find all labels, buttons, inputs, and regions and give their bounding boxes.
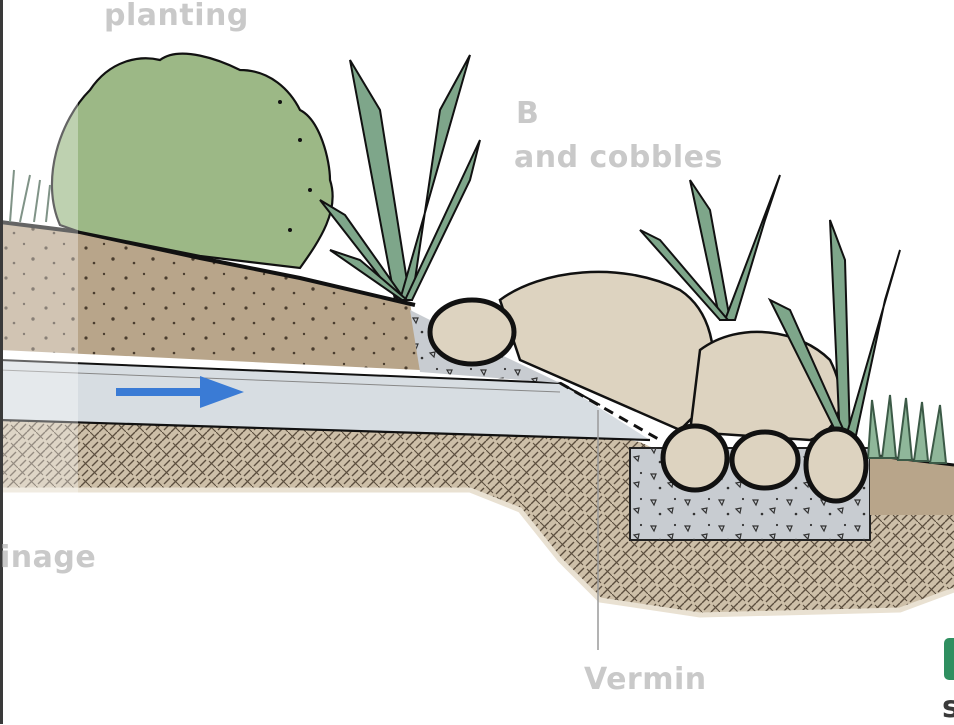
fade-overlay [0,0,78,724]
label-boulders-line1: B [516,96,539,131]
green-edge-mark [944,638,954,680]
label-right-edge: s [942,690,954,725]
label-vermin: Vermin [584,662,707,697]
shrub [52,54,333,268]
image-edge-strip [0,0,3,724]
iris-plant-left [320,55,480,300]
label-boulders-line2: and cobbles [514,140,723,175]
label-drainage: inage [0,540,96,575]
label-planting: planting [104,0,249,33]
right-grass [868,395,946,463]
